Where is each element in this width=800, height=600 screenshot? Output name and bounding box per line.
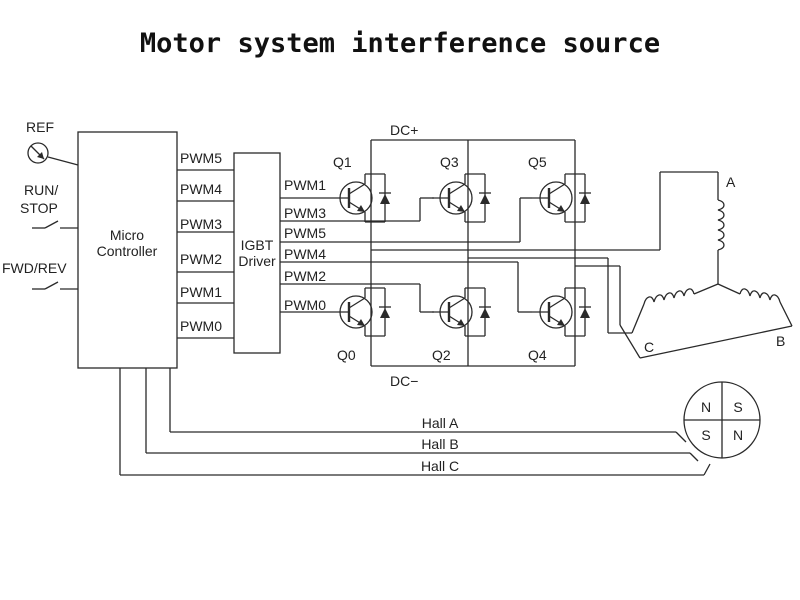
transistor-q2-icon [430,286,493,338]
transistor-label-q4: Q4 [528,347,547,363]
pole-label-s-top: S [733,399,742,415]
hall-a-label: Hall A [422,415,459,431]
controller-output-pwm4: PWM4 [180,181,222,197]
transistor-q3-icon [430,172,493,224]
fwd-rev-switch-icon [32,281,78,290]
controller-label-line2: Controller [97,243,158,259]
driver-label-line1: IGBT [241,237,274,253]
driver-output-pwm0: PWM0 [284,297,326,313]
controller-output-pwm1: PWM1 [180,284,222,300]
transistor-label-q0: Q0 [337,347,356,363]
transistor-label-q1: Q1 [333,154,352,170]
driver-output-pwm5: PWM5 [284,225,326,241]
driver-output-pwm4: PWM4 [284,246,326,262]
pole-label-n-top: N [701,399,711,415]
run-stop-label-line1: RUN/ [24,182,58,198]
phase-output-lines [371,171,718,334]
pole-label-s-bottom: S [701,427,710,443]
run-stop-label-line2: STOP [20,200,58,216]
transistor-q4-icon [530,286,593,338]
ref-potentiometer-icon [27,142,79,166]
controller-output-pwm0: PWM0 [180,318,222,334]
transistor-q5-icon [530,172,593,224]
page-title: Motor system interference source [139,28,661,59]
controller-label-line1: Micro [110,227,144,243]
driver-output-pwm3: PWM3 [284,205,326,221]
dc-plus-label: DC+ [390,122,418,138]
run-stop-switch-icon [32,220,78,229]
hall-b-label: Hall B [421,436,458,452]
driver-label-line2: Driver [238,253,276,269]
controller-output-pwm2: PWM2 [180,251,222,267]
igbt-driver-block [233,152,281,354]
transistor-q1-icon [330,172,393,224]
hall-c-label: Hall C [421,458,459,474]
phase-c-label: C [644,339,654,355]
controller-output-pwm5: PWM5 [180,150,222,166]
transistor-label-q3: Q3 [440,154,459,170]
driver-output-pwm2: PWM2 [284,268,326,284]
transistor-label-q2: Q2 [432,347,451,363]
controller-pwm-lines [177,169,234,339]
driver-pwm-lines [280,197,532,313]
driver-output-pwm1: PWM1 [284,177,326,193]
transistor-label-q5: Q5 [528,154,547,170]
dc-minus-label: DC− [390,373,418,389]
pole-label-n-bottom: N [733,427,743,443]
controller-output-pwm3: PWM3 [180,216,222,232]
fwd-rev-label: FWD/REV [2,260,67,276]
phase-a-label: A [726,174,736,190]
rotor-magnet-icon [683,381,761,459]
phase-b-label: B [776,333,785,349]
transistor-q0-icon [330,286,393,338]
motor-windings-icon [619,172,793,359]
micro-controller-block [77,131,178,369]
ref-label: REF [26,119,54,135]
hall-sensor-lines [119,368,711,476]
